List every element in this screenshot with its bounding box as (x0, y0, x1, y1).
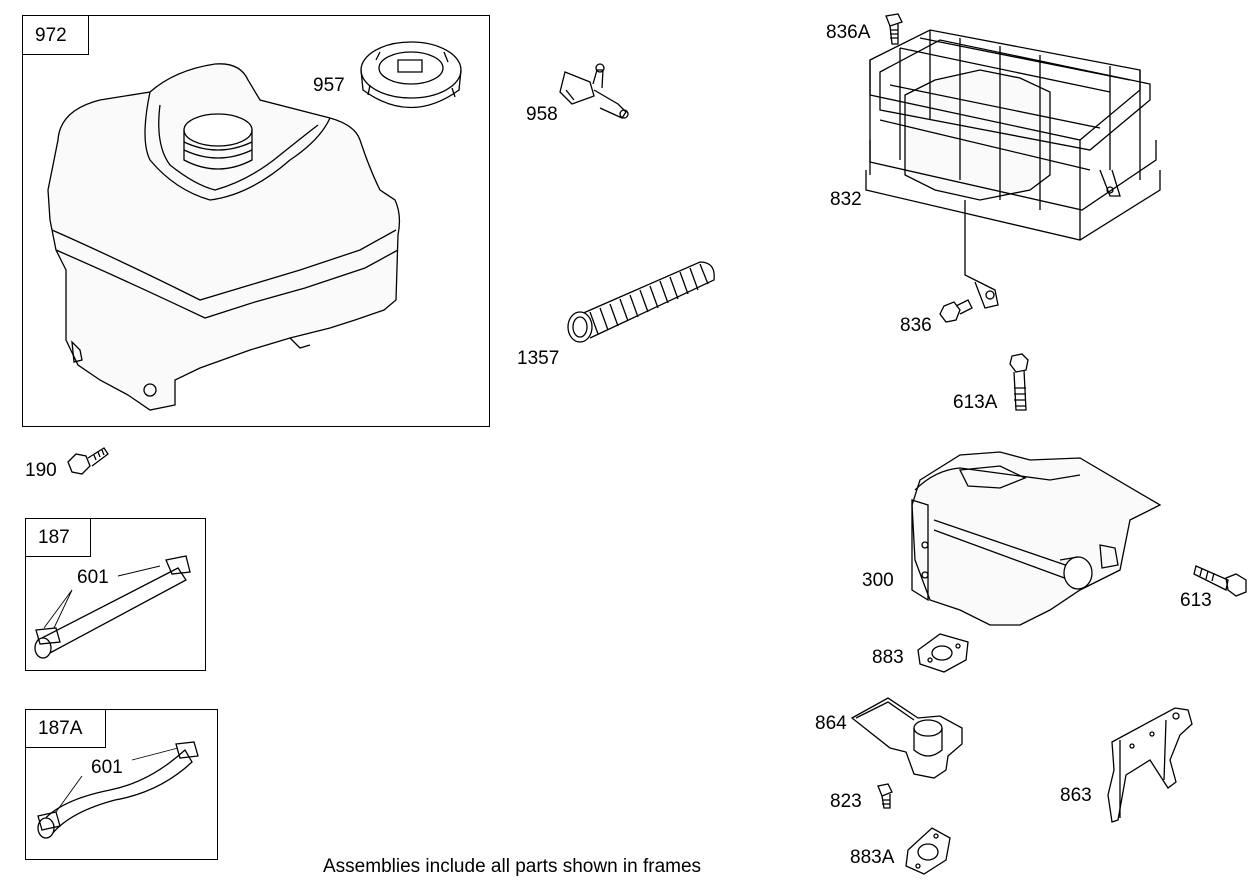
screw-823-drawing (878, 784, 892, 808)
part-label-863: 863 (1060, 785, 1092, 806)
fuel-line-alt-assembly-frame: 187A (25, 709, 218, 860)
bracket-863-drawing (1108, 708, 1192, 822)
bolt-190-drawing (68, 448, 108, 474)
part-label-190: 190 (25, 460, 57, 481)
guard-drawing (866, 30, 1160, 308)
part-label-300: 300 (862, 570, 894, 591)
part-label-883a: 883A (850, 847, 895, 868)
bolt-613-drawing (1194, 566, 1246, 596)
screw-836a-drawing (886, 14, 902, 44)
screw-836-drawing (940, 300, 972, 322)
muffler-drawing (912, 452, 1160, 625)
part-label-601-a: 601 (77, 567, 109, 588)
part-label-832: 832 (830, 189, 862, 210)
fuel-line-assembly-tag: 187 (26, 519, 91, 557)
fuel-line-alt-assembly-tag: 187A (26, 710, 106, 748)
footer-note: Assemblies include all parts shown in fr… (323, 856, 702, 877)
part-label-613a: 613A (953, 392, 998, 413)
part-label-601-b: 601 (91, 757, 123, 778)
part-label-823: 823 (830, 791, 862, 812)
fuel-line-187-drawing (35, 556, 190, 658)
fuel-cap-drawing (361, 42, 461, 108)
part-label-864: 864 (815, 713, 847, 734)
fuel-fitting-drawing (560, 64, 628, 118)
part-label-836: 836 (900, 315, 932, 336)
part-label-836a: 836A (826, 22, 871, 43)
part-label-1357: 1357 (517, 348, 560, 369)
part-label-883: 883 (872, 647, 904, 668)
part-label-957: 957 (313, 75, 345, 96)
bolt-613a-drawing (1010, 354, 1028, 410)
part-label-958: 958 (526, 104, 558, 125)
gasket-883-drawing (918, 634, 968, 672)
hose-drawing (568, 262, 714, 342)
fuel-line-assembly-frame: 187 (25, 518, 206, 671)
gasket-883a-drawing (906, 828, 950, 874)
tank-assembly-tag: 972 (23, 16, 89, 55)
fuel-line-187a-drawing (38, 742, 198, 838)
fuel-tank-drawing (48, 64, 399, 410)
part-label-613: 613 (1180, 590, 1212, 611)
bracket-864-drawing (852, 698, 962, 778)
tank-assembly-frame: 972 (22, 15, 490, 427)
